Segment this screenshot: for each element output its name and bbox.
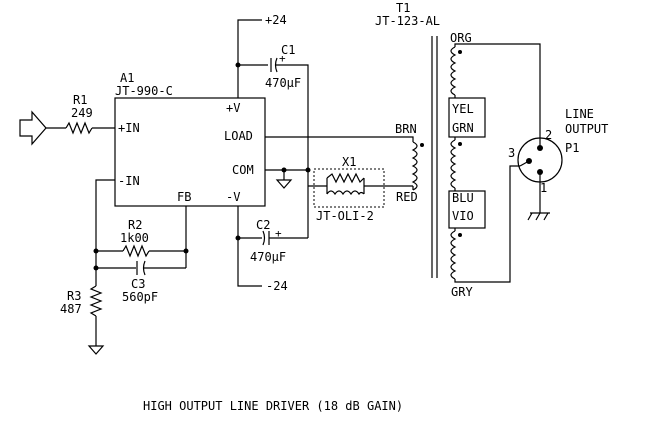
r2-value: 1k00 <box>120 231 149 245</box>
pin-plus-v-label: +V <box>226 101 240 115</box>
connector-pin3: 3 <box>508 146 515 160</box>
transformer-primary-winding <box>411 141 424 191</box>
diagram-caption: HIGH OUTPUT LINE DRIVER (18 dB GAIN) <box>143 399 403 413</box>
r2-ref: R2 <box>128 218 142 232</box>
tap-red-label: RED <box>396 190 418 204</box>
capacitor-c1 <box>270 57 278 73</box>
connector-label-line1: LINE <box>565 107 594 121</box>
ground-symbol-icon <box>275 170 293 189</box>
c1-ref: C1 <box>281 43 295 57</box>
c1-value: 470µF <box>265 76 301 90</box>
yel-grn-link <box>448 97 486 138</box>
tap-vio-label: VIO <box>452 209 474 223</box>
secondary-winding-2 <box>450 137 462 191</box>
chassis-ground-icon <box>527 212 550 221</box>
r1-value: 249 <box>71 106 93 120</box>
blu-vio-link <box>448 190 486 229</box>
resistor-r1 <box>65 121 93 135</box>
x1-enclosure <box>313 168 385 208</box>
r3-value: 487 <box>60 302 82 316</box>
positive-rail-label: +24 <box>265 13 287 27</box>
capacitor-c2 <box>262 230 270 246</box>
c2-value: 470µF <box>250 250 286 264</box>
secondary-winding-3 <box>450 165 520 283</box>
c3-ref: C3 <box>131 277 145 291</box>
opamp-ref: A1 <box>120 71 134 85</box>
ground-symbol-r3-icon <box>87 345 105 355</box>
secondary-winding-1 <box>450 43 470 98</box>
pin-fb-label: FB <box>177 190 191 204</box>
negative-rail-label: -24 <box>266 279 288 293</box>
connector-pin2: 2 <box>545 128 552 142</box>
connector-label-line2: OUTPUT <box>565 122 608 136</box>
transformer-part: JT-123-AL <box>375 14 440 28</box>
x1-part: JT-OLI-2 <box>316 209 374 223</box>
transformer-ref: T1 <box>396 1 410 15</box>
resistor-r3 <box>89 285 103 317</box>
tap-gry-label: GRY <box>451 285 473 299</box>
pin-minus-in-label: -IN <box>118 174 140 188</box>
tap-org-label: ORG <box>450 31 472 45</box>
tap-brn-label: BRN <box>395 122 417 136</box>
c1-polarity: + <box>279 52 286 65</box>
r1-ref: R1 <box>73 93 87 107</box>
tap-blu-label: BLU <box>452 191 474 205</box>
connector-pin1: 1 <box>540 181 547 195</box>
connector-ref: P1 <box>565 141 579 155</box>
pin-plus-in-label: +IN <box>118 121 140 135</box>
resistor-r2 <box>122 244 150 258</box>
c2-ref: C2 <box>256 218 270 232</box>
r3-ref: R3 <box>67 289 81 303</box>
pin-com-label: COM <box>232 163 254 177</box>
input-arrow-icon <box>19 110 47 146</box>
pin-minus-v-label: -V <box>226 190 240 204</box>
tap-grn-label: GRN <box>452 121 474 135</box>
opamp-a1-body <box>114 97 266 207</box>
transformer-core <box>431 36 438 278</box>
opamp-part: JT-990-C <box>115 84 173 98</box>
x1-inductor <box>326 190 365 196</box>
c3-value: 560pF <box>122 290 158 304</box>
pin-load-label: LOAD <box>224 129 253 143</box>
x1-ref: X1 <box>342 155 356 169</box>
c2-polarity: + <box>275 227 282 240</box>
tap-yel-label: YEL <box>452 102 474 116</box>
